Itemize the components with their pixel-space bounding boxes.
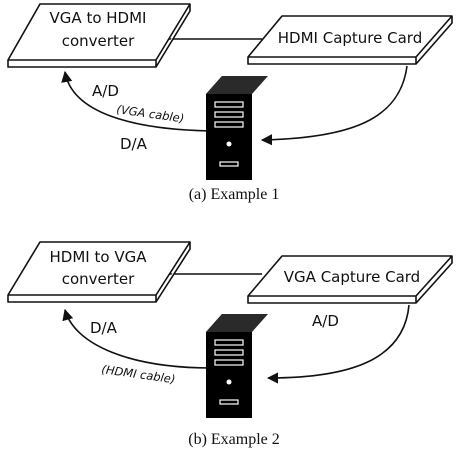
example-2-group: HDMI to VGA converter VGA Capture Card D… <box>7 241 453 448</box>
device-board-icon <box>7 241 191 303</box>
arrow-capture-to-computer <box>266 304 410 384</box>
device-board-icon <box>7 3 191 68</box>
device-board-icon <box>247 15 453 65</box>
converter-label-line2: converter <box>62 32 135 50</box>
capture-card-label: VGA Capture Card <box>284 268 420 286</box>
hdmi-to-vga-converter-board: HDMI to VGA converter <box>7 241 191 303</box>
converter-label-line1: VGA to HDMI <box>50 9 147 27</box>
arrow-computer-to-converter <box>62 308 213 369</box>
vga-to-hdmi-converter-board: VGA to HDMI converter <box>7 3 191 68</box>
label-ad: A/D <box>312 312 339 330</box>
label-da: D/A <box>90 319 118 337</box>
caption-example-2: (b) Example 2 <box>188 431 280 448</box>
converter-label-line1: HDMI to VGA <box>50 248 148 266</box>
example-1-group: VGA to HDMI converter HDMI Capture Card … <box>7 3 453 203</box>
capture-card-label: HDMI Capture Card <box>278 29 422 47</box>
arrow-capture-to-computer <box>260 65 408 146</box>
label-ad: A/D <box>92 82 119 100</box>
label-da: D/A <box>120 135 148 153</box>
arrow-computer-to-converter <box>61 70 216 132</box>
label-cable: (VGA cable) <box>116 102 186 125</box>
desktop-tower-icon <box>205 313 269 419</box>
desktop-tower-icon <box>205 75 269 181</box>
vga-capture-card-board: VGA Capture Card <box>247 255 453 304</box>
converter-label-line2: converter <box>62 270 135 288</box>
caption-example-1: (a) Example 1 <box>189 186 280 203</box>
hdmi-capture-card-board: HDMI Capture Card <box>247 15 453 65</box>
device-board-icon <box>247 255 453 304</box>
